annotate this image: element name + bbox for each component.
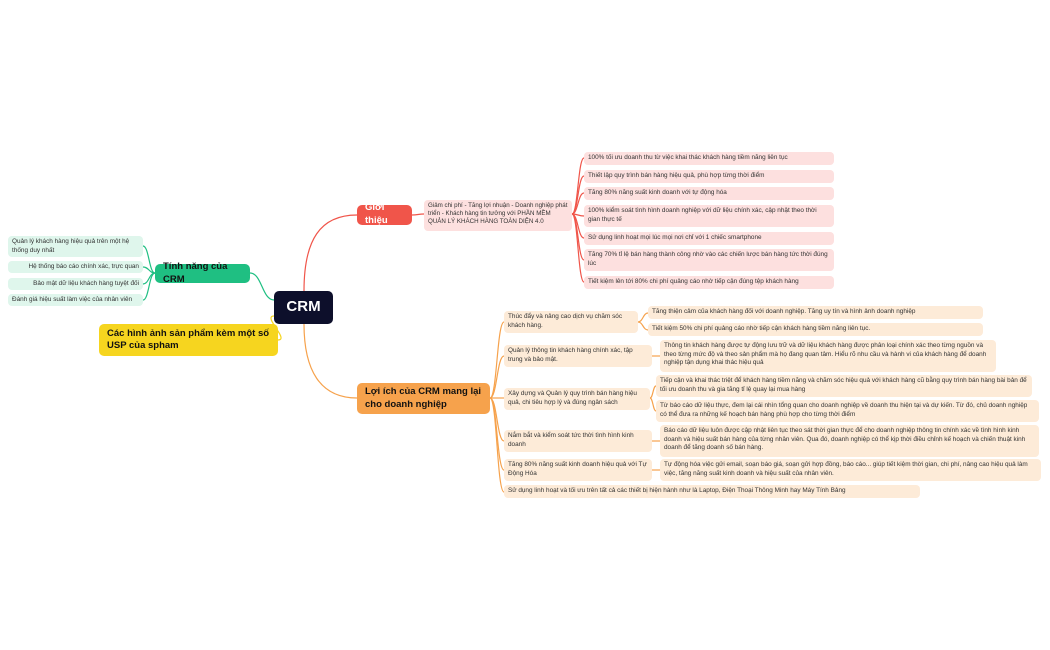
loi-ich-detail[interactable]: Báo cáo dữ liệu luôn được cập nhật liên … [660, 425, 1039, 457]
topic-tinh-nang[interactable]: Tính năng của CRM [155, 261, 250, 285]
topic-loi-ich[interactable]: Lợi ích của CRM mang lại cho doanh nghiệ… [357, 383, 490, 414]
gioi-thieu-item[interactable]: Tăng 80% năng suất kinh doanh với tự độn… [584, 187, 834, 200]
loi-ich-detail[interactable]: Tiết kiệm 50% chi phí quảng cáo nhờ tiếp… [648, 323, 983, 336]
topic-hinh-anh[interactable]: Các hình ảnh sản phẩm kèm một số USP của… [99, 324, 278, 356]
tinh-nang-item[interactable]: Quản lý khách hàng hiệu quả trên một hệ … [8, 236, 143, 257]
tinh-nang-item[interactable]: Bảo mật dữ liệu khách hàng tuyệt đối [8, 278, 143, 290]
loi-ich-group[interactable]: Sử dụng linh hoạt và tối ưu trên tất cả … [504, 485, 920, 498]
loi-ich-detail[interactable]: Thông tin khách hàng được tự động lưu tr… [660, 340, 996, 372]
tinh-nang-item[interactable]: Đánh giá hiệu suất làm việc của nhân viê… [8, 294, 143, 306]
gioi-thieu-summary[interactable]: Giảm chi phí - Tăng lợi nhuận - Doanh ng… [424, 200, 572, 231]
gioi-thieu-item[interactable]: Thiết lập quy trình bán hàng hiệu quả, p… [584, 170, 834, 183]
loi-ich-group[interactable]: Xây dựng và Quản lý quy trình bán hàng h… [504, 388, 650, 410]
loi-ich-detail[interactable]: Từ báo cáo dữ liệu thực, đem lại cái nhì… [656, 400, 1039, 422]
link-root-tinh-nang [249, 272, 275, 301]
gioi-thieu-item[interactable]: Tăng 70% tỉ lệ bán hàng thành công nhờ v… [584, 249, 834, 271]
loi-ich-detail[interactable]: Tự động hóa việc gửi email, soạn báo giá… [660, 459, 1041, 481]
gioi-thieu-item[interactable]: Sử dụng linh hoạt mọi lúc mọi nơi chỉ vớ… [584, 232, 834, 245]
tinh-nang-item[interactable]: Hệ thống báo cáo chính xác, trực quan [8, 261, 143, 273]
loi-ich-group[interactable]: Nắm bắt và kiểm soát tức thời tình hình … [504, 430, 652, 452]
link-root-gioi-thieu [303, 214, 358, 292]
gioi-thieu-item[interactable]: Tiết kiệm lên tới 80% chi phí quảng cáo … [584, 276, 834, 289]
loi-ich-detail[interactable]: Tăng thiện cảm của khách hàng đối với do… [648, 306, 983, 319]
root-node[interactable]: CRM [274, 291, 333, 324]
loi-ich-group[interactable]: Quản lý thông tin khách hàng chính xác, … [504, 345, 652, 367]
topic-gioi-thieu[interactable]: Giới thiệu [357, 202, 412, 226]
gioi-thieu-item[interactable]: 100% kiểm soát tình hình doanh nghiệp vớ… [584, 205, 834, 227]
gioi-thieu-item[interactable]: 100% tối ưu doanh thu từ việc khai thác … [584, 152, 834, 165]
link-root-loi-ich [303, 323, 358, 399]
loi-ich-detail[interactable]: Tiếp cận và khai thác triệt để khách hàn… [656, 375, 1032, 397]
loi-ich-group[interactable]: Thúc đẩy và nâng cao dịch vụ chăm sóc kh… [504, 311, 638, 333]
loi-ich-group[interactable]: Tăng 80% năng suất kinh doanh hiệu quả v… [504, 459, 652, 481]
